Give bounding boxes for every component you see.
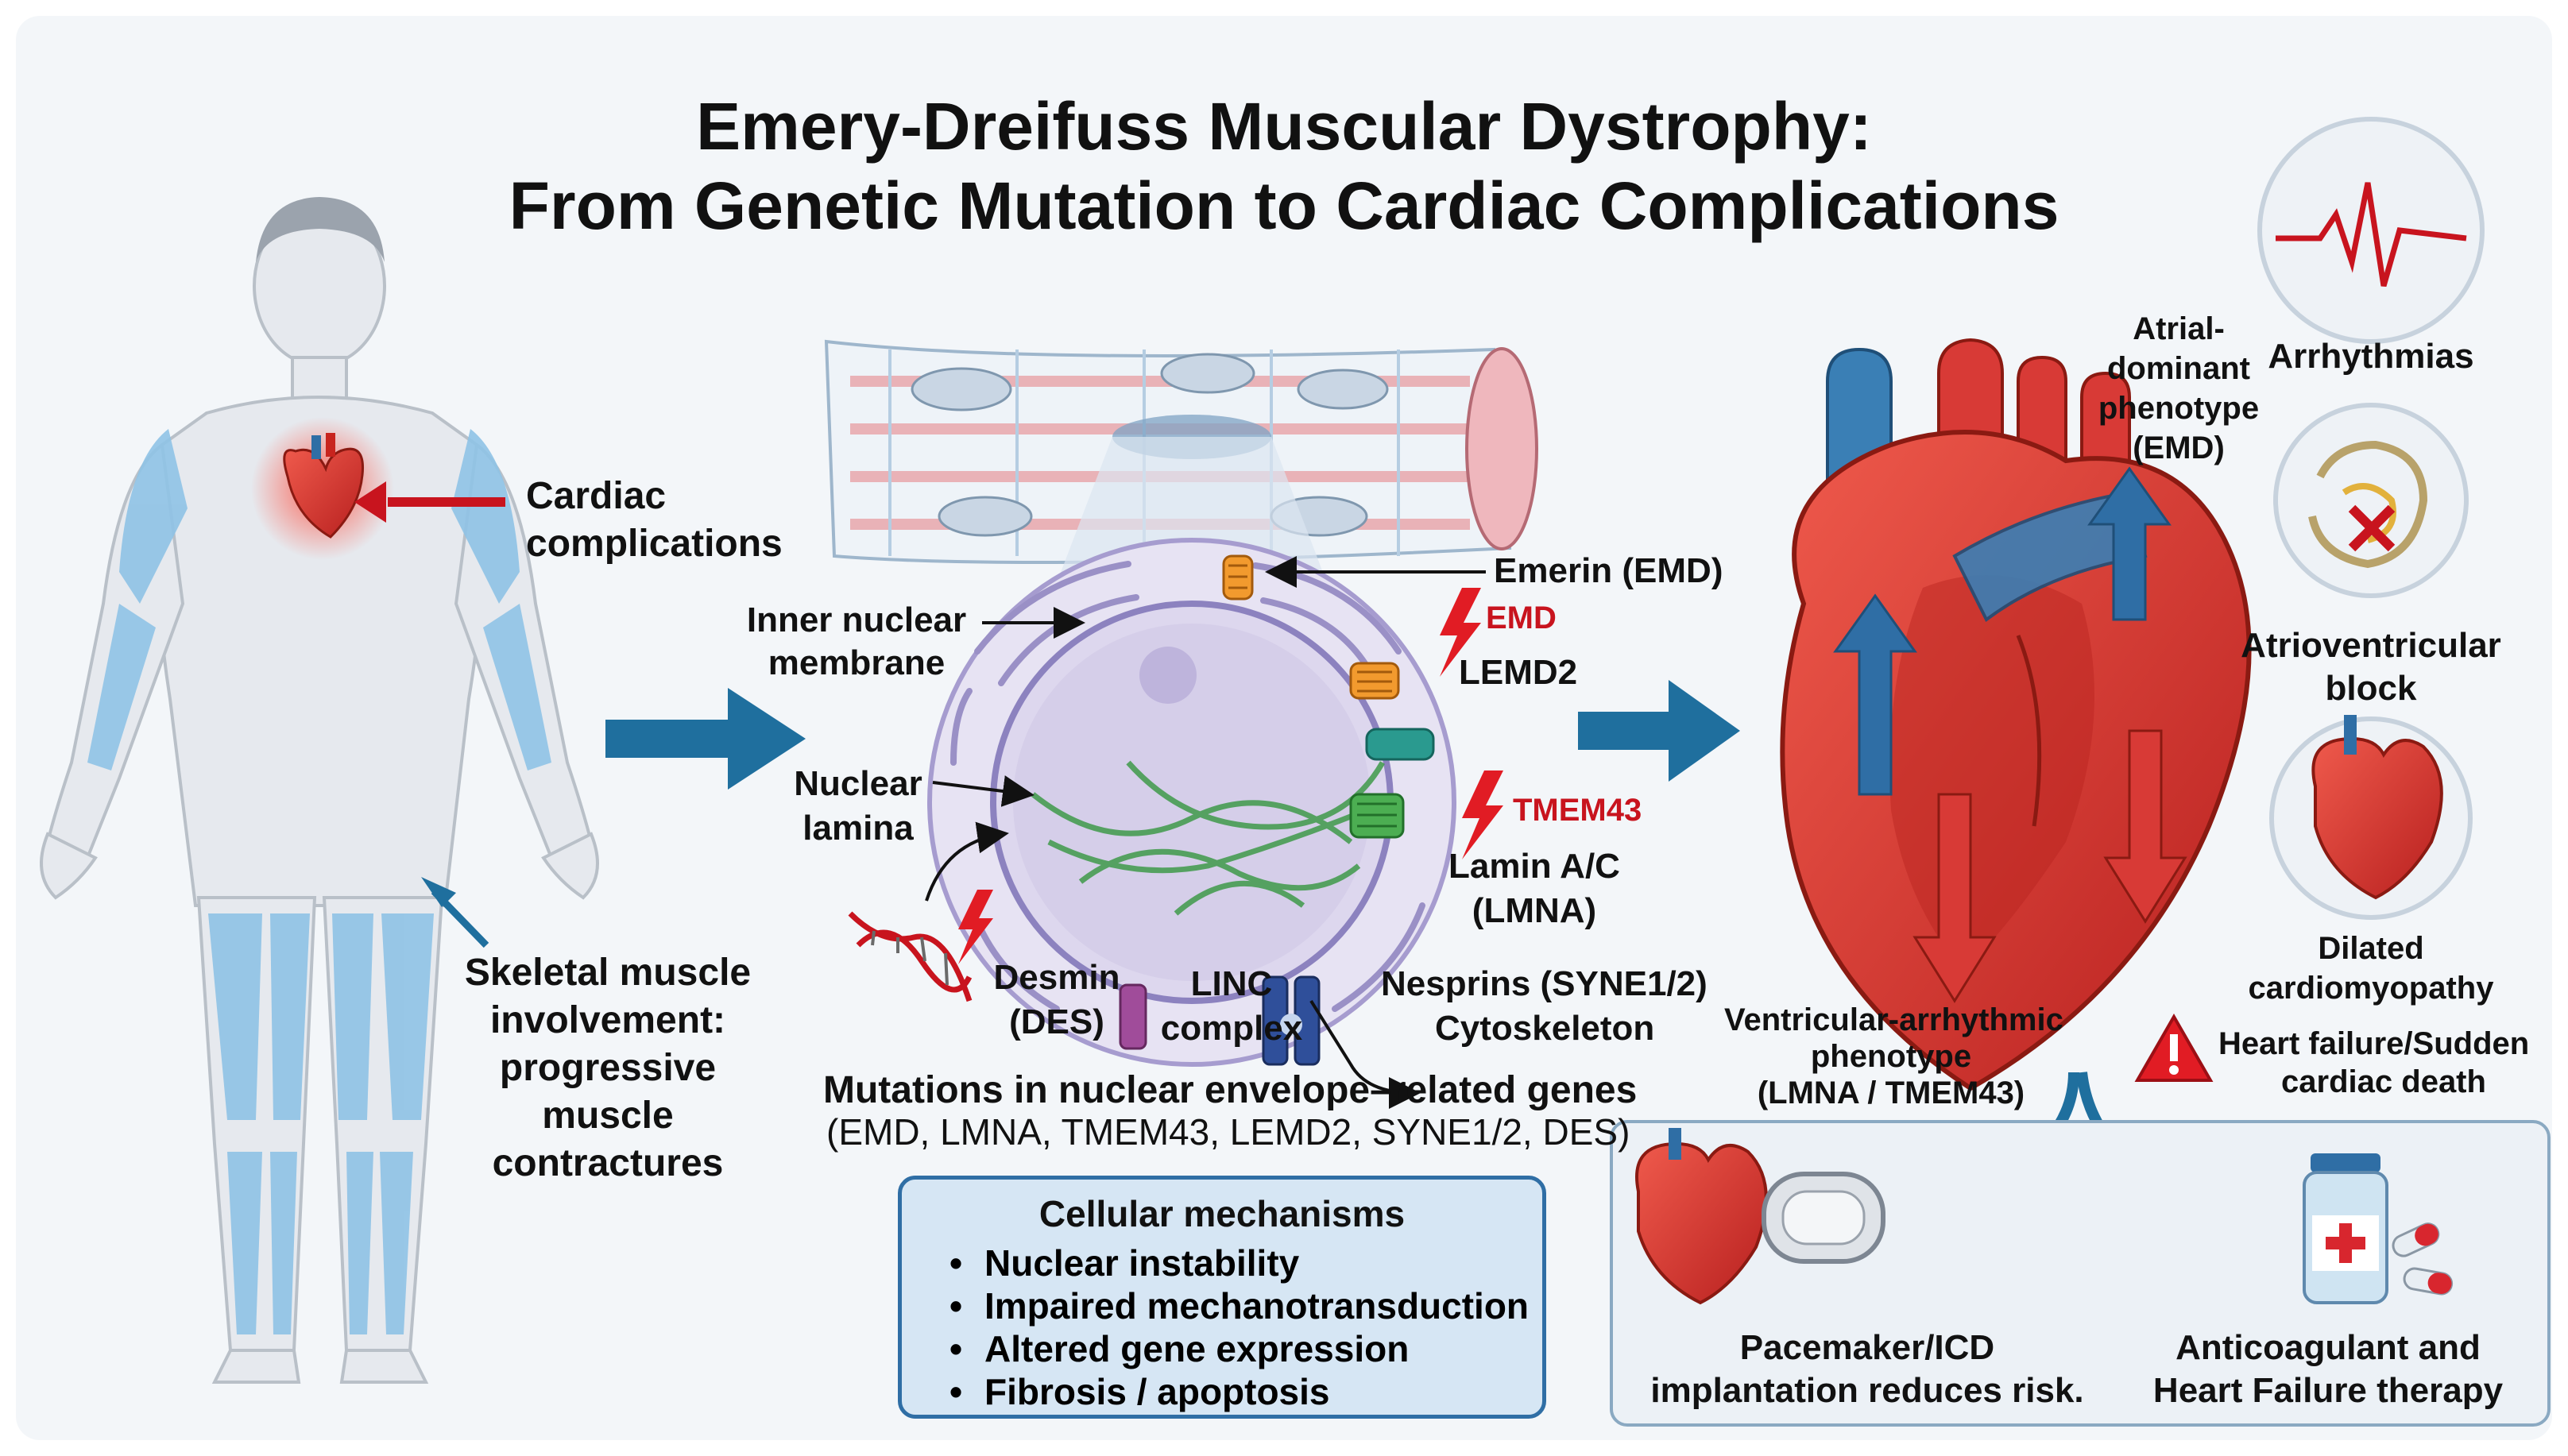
arrhythmias-label: Arrhythmias [2268, 337, 2474, 376]
linc-label-1: LINC [1190, 964, 1273, 1003]
arrhythmia-icon [2257, 117, 2485, 344]
nesprins-label: Nesprins (SYNE1/2) [1381, 964, 1707, 1003]
pacemaker-label-2: implantation reduces risk. [1650, 1371, 2084, 1410]
emerin-protein [1222, 554, 1254, 601]
ventricular-label-1: Ventricular-arrhythmic [1724, 1002, 2063, 1037]
mechanisms-title: Cellular mechanisms [1038, 1193, 1406, 1234]
inner-membrane-label-2: membrane [768, 643, 946, 682]
mechanisms-list: Nuclear instability Impaired mechanotran… [949, 1242, 1529, 1413]
atrial-label-2: dominant [2107, 351, 2250, 386]
linc-label-2: complex [1160, 1009, 1303, 1048]
mechanism-item: Altered gene expression [949, 1327, 1529, 1370]
lamin-label-2: (LMNA) [1472, 891, 1597, 930]
treatment-panel [1610, 1120, 2551, 1427]
endoplasmic-reticulum [950, 561, 1425, 1012]
desmin-protein [1119, 983, 1147, 1050]
mutations-label-2: (EMD, LMNA, TMEM43, LEMD2, SYNE1/2, DES) [826, 1111, 1630, 1153]
title-line-1: Emery-Dreifuss Muscular Dystrophy: [696, 89, 1872, 164]
tmem43-mutation-label: TMEM43 [1513, 793, 1642, 828]
av-block-label-2: block [2325, 669, 2417, 708]
lamin-label-1: Lamin A/C [1448, 847, 1620, 886]
medication-icon [2303, 1153, 2454, 1304]
ventricular-label-3: (LMNA / TMEM43) [1757, 1076, 2025, 1110]
cytoskeleton-label: Cytoskeleton [1435, 1009, 1655, 1048]
desmin-label-2: (DES) [1009, 1002, 1104, 1041]
pacemaker-label-1: Pacemaker/ICD [1739, 1328, 1995, 1367]
pacemaker-icon [1635, 1128, 1885, 1305]
cellular-mechanisms-box: Cellular mechanisms Nuclear instability … [898, 1176, 1546, 1419]
atrial-label-1: Atrial- [2133, 311, 2225, 346]
lemd2-protein [1349, 662, 1400, 700]
atrial-label-4: (EMD) [2133, 431, 2225, 465]
nucleus-leader-lines [925, 556, 1486, 1109]
human-body-figure [40, 197, 599, 1384]
cardiac-label-1: Cardiac [526, 475, 667, 517]
dna-helix-icon [848, 911, 973, 1002]
lamin-protein [1349, 793, 1405, 839]
linc-complex [1262, 975, 1321, 1066]
mechanism-item: Nuclear instability [949, 1242, 1529, 1284]
dcm-label-2: cardiomyopathy [2248, 971, 2494, 1006]
av-block-icon [2273, 403, 2469, 598]
dilated-cardiomyopathy-icon [2269, 715, 2473, 920]
skeletal-label-3: progressive [499, 1047, 717, 1089]
lamina-label-1: Nuclear [794, 764, 922, 803]
inner-membrane-protein [1365, 728, 1435, 761]
emd-mutation-bolt [1440, 588, 1481, 677]
flow-arrow-1 [605, 688, 806, 790]
skeletal-label-4: muscle [542, 1095, 674, 1137]
small-heart-icon [283, 447, 365, 539]
skeletal-label-2: involvement: [489, 999, 726, 1041]
mechanism-item: Impaired mechanotransduction [949, 1284, 1529, 1327]
ventricular-label-2: phenotype [1810, 1039, 1972, 1074]
av-block-label-1: Atrioventricular [2241, 626, 2501, 665]
heart-failure-label-2: cardiac death [2281, 1064, 2486, 1099]
inner-membrane-label-1: Inner nuclear [746, 601, 967, 639]
muscle-fiber [824, 339, 1538, 604]
anticoag-label-1: Anticoagulant and [2175, 1328, 2481, 1367]
emd-mutation-label: EMD [1486, 601, 1557, 635]
dcm-label-1: Dilated [2318, 931, 2424, 966]
skeletal-label-5: contractures [492, 1142, 724, 1184]
muscle-highlights [87, 429, 551, 1334]
flow-arrow-2 [1578, 680, 1740, 782]
lamina-label-2: lamina [802, 809, 914, 848]
dna-mutation-bolt [958, 890, 993, 964]
atrial-label-3: phenotype [2098, 391, 2260, 426]
desmin-label-1: Desmin [993, 958, 1120, 997]
nucleus [927, 538, 1456, 1067]
anticoag-label-2: Heart Failure therapy [2152, 1371, 2504, 1410]
tmem43-mutation-bolt [1462, 770, 1503, 859]
title-line-2: From Genetic Mutation to Cardiac Complic… [509, 168, 2059, 243]
mutations-label-1: Mutations in nuclear envelope–related ge… [823, 1069, 1638, 1111]
lemd2-label: LEMD2 [1459, 653, 1578, 692]
large-heart-illustration [1780, 338, 2252, 1091]
heart-failure-label-1: Heart failure/Sudden [2218, 1026, 2530, 1061]
emerin-label: Emerin (EMD) [1494, 551, 1723, 590]
mechanism-item: Fibrosis / apoptosis [949, 1370, 1529, 1413]
warning-icon [2134, 1013, 2214, 1082]
cardiac-label-2: complications [526, 523, 783, 565]
skeletal-label-1: Skeletal muscle [464, 952, 752, 994]
